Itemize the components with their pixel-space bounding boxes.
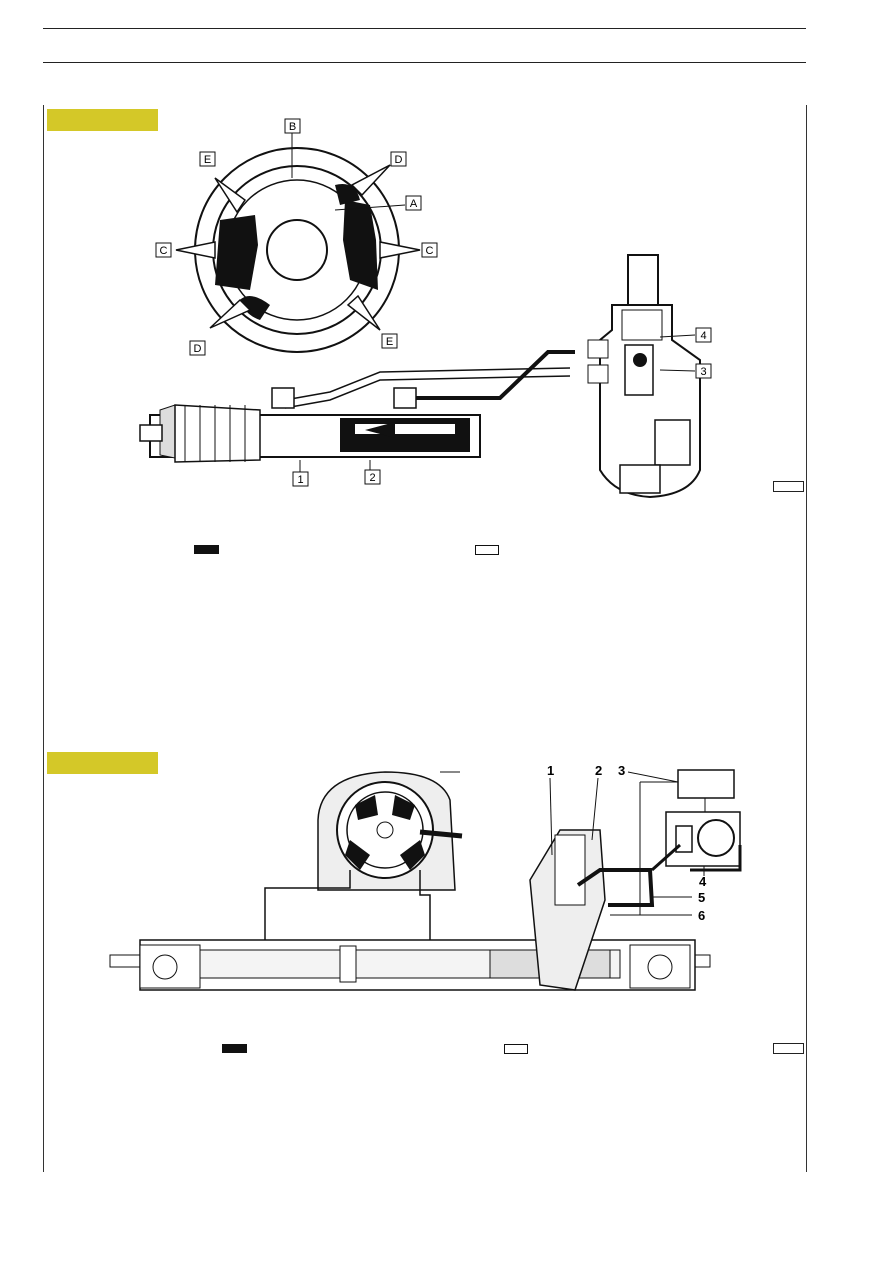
callout-2: 2 (364, 469, 381, 485)
callout-4: 4 (695, 327, 712, 343)
callout-C-right: C (421, 242, 438, 258)
svg-text:E: E (386, 336, 393, 348)
svg-text:D: D (194, 343, 202, 355)
right-margin-line (806, 105, 807, 1172)
svg-text:4: 4 (700, 330, 706, 342)
svg-text:B: B (289, 121, 296, 133)
callout2-1: 1 (547, 763, 554, 778)
svg-text:E: E (204, 154, 211, 166)
left-margin-line (43, 105, 44, 1172)
figure-ref-box-2 (773, 1043, 804, 1054)
legend-return-swatch-1 (475, 545, 499, 555)
svg-text:A: A (410, 198, 418, 210)
callout-3: 3 (695, 363, 712, 379)
section-tab-1 (47, 109, 158, 131)
callout-E-bottom: E (381, 333, 398, 349)
callout-D-top: D (390, 151, 407, 167)
svg-text:D: D (395, 154, 403, 166)
connecting-pipes (264, 870, 431, 945)
svg-text:3: 3 (700, 366, 706, 378)
rotary-valve-housing (317, 771, 463, 891)
valve-housing (587, 254, 701, 499)
callout2-5: 5 (698, 890, 705, 905)
rotary-valve-section (175, 133, 421, 353)
legend-return-swatch-2 (504, 1044, 528, 1054)
header-bottom-rule (43, 62, 806, 63)
rack-housing (109, 939, 711, 991)
rack-cylinder (139, 404, 481, 472)
header-top-rule (43, 28, 806, 29)
svg-text:2: 2 (369, 472, 375, 484)
callout2-3: 3 (618, 763, 625, 778)
leader-lines (549, 771, 705, 916)
callout-E-top: E (199, 151, 216, 167)
legend-pressure-swatch-2 (222, 1044, 247, 1053)
pinion-valve-assembly (529, 829, 655, 991)
callout-C-left: C (155, 242, 172, 258)
svg-text:C: C (426, 245, 434, 257)
reservoir-pump (610, 769, 742, 916)
callout2-4: 4 (699, 874, 707, 889)
svg-text:C: C (160, 245, 168, 257)
callout-1: 1 (292, 471, 309, 487)
legend-pressure-swatch-1 (194, 545, 219, 554)
figure-rotary-valve-diagram: B E D A C C D E 1 2 4 3 (139, 118, 712, 499)
callout-A: A (405, 195, 422, 211)
hydraulic-lines (271, 350, 575, 409)
figure-ref-box-1 (773, 481, 804, 492)
svg-text:1: 1 (297, 474, 303, 486)
section-tab-2 (47, 752, 158, 774)
callout-D-bottom: D (189, 340, 206, 356)
callout2-2: 2 (595, 763, 602, 778)
callout-B: B (284, 118, 301, 134)
figure-steering-rack-diagram: 1 2 3 4 5 6 (109, 763, 742, 991)
callout2-6: 6 (698, 908, 705, 923)
